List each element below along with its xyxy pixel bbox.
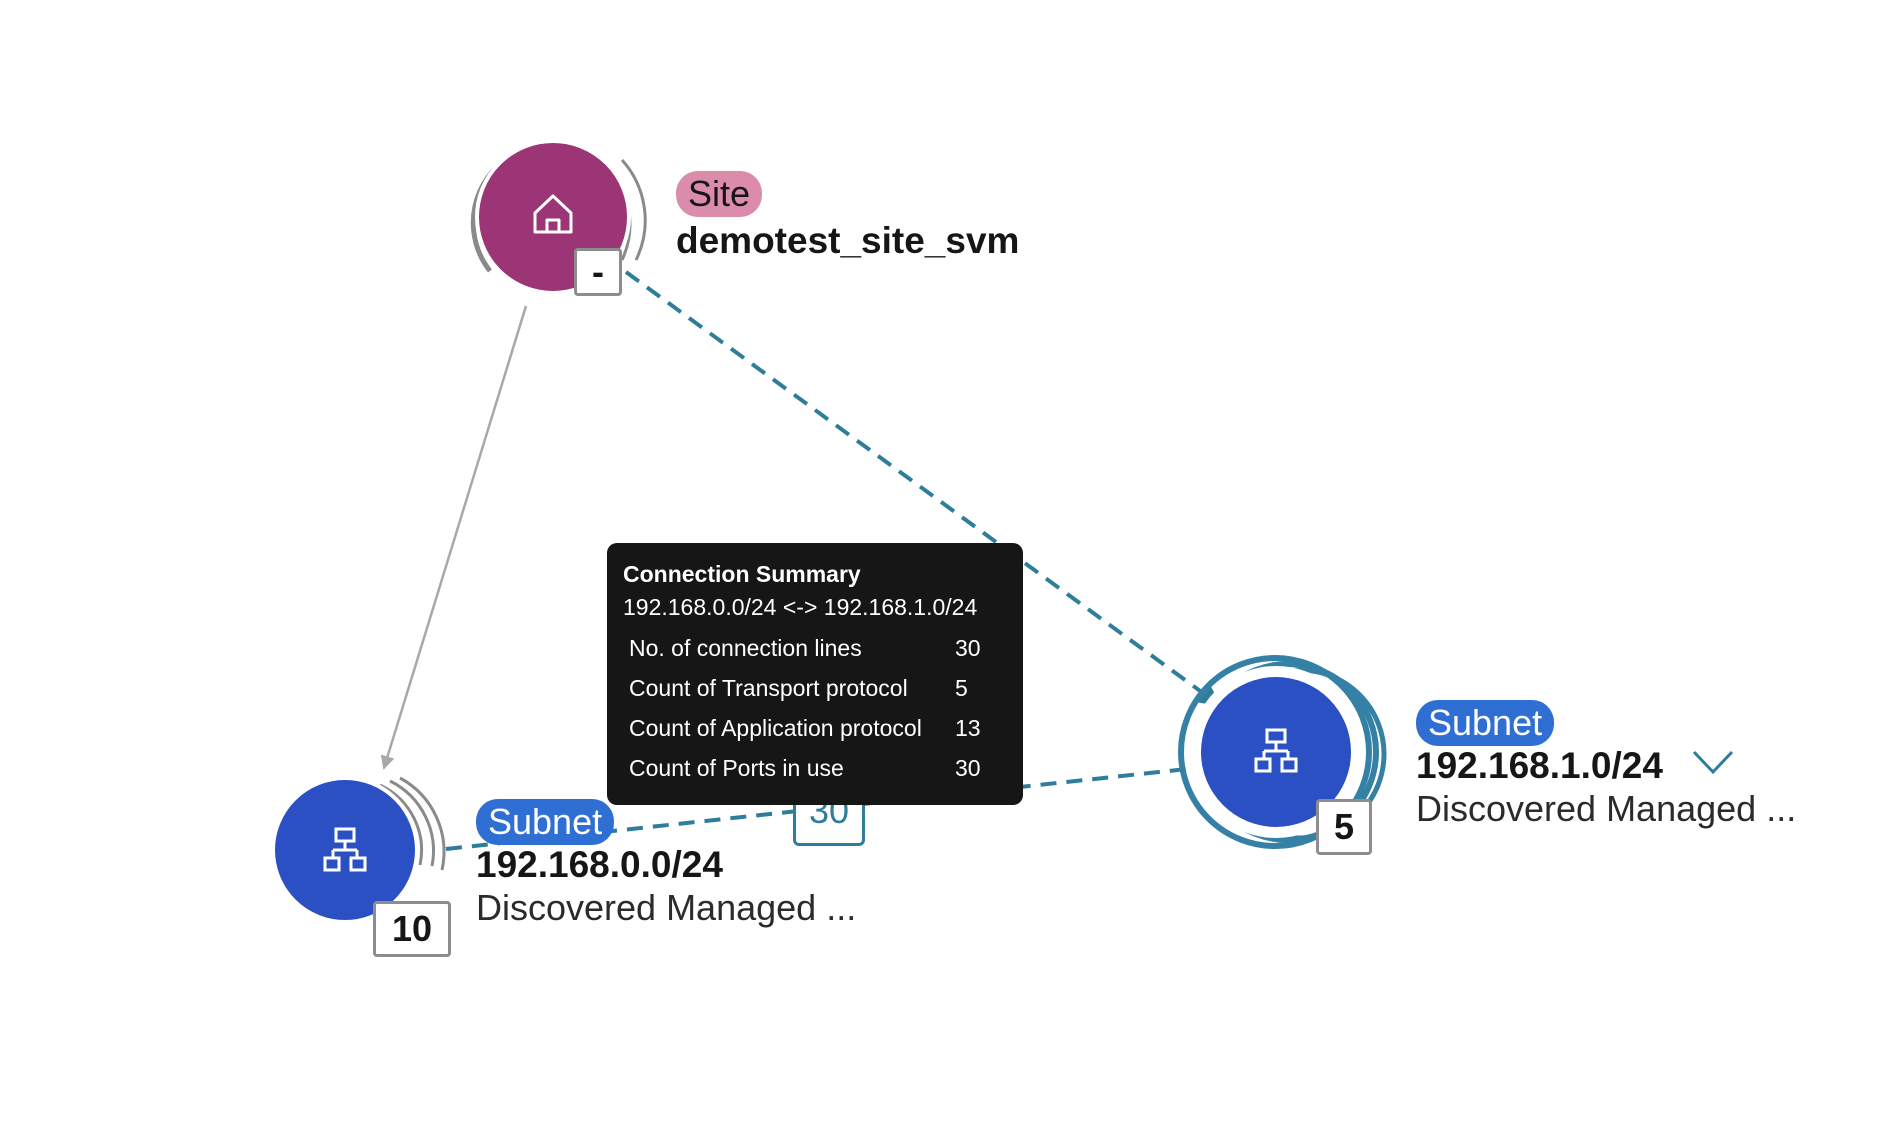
subnet-a-label[interactable]: Subnet 192.168.0.0/24 Discovered Managed… (476, 799, 856, 929)
home-icon (533, 194, 573, 234)
tooltip-title: Connection Summary (623, 561, 861, 587)
subnet-b-type-pill: Subnet (1416, 700, 1555, 746)
site-label[interactable]: Site demotest_site_svm (676, 171, 1019, 263)
subnet-a-name: 192.168.0.0/24 (476, 844, 723, 885)
tooltip-row-label: Count of Transport protocol (629, 675, 908, 701)
relation-edge-site-subnet-a[interactable] (380, 305, 528, 770)
connection-edge-site-subnet-b[interactable] (624, 270, 1222, 707)
network-hierarchy-icon (323, 827, 367, 872)
site-name: demotest_site_svm (676, 220, 1020, 261)
subnet-a-type-pill: Subnet (476, 799, 615, 845)
tooltip-row-value: 13 (955, 715, 981, 741)
tooltip-rows: No. of connection lines 30 Count of Tran… (623, 628, 1007, 788)
tooltip-row-label: Count of Application protocol (629, 715, 922, 741)
subnet-a-node[interactable] (271, 776, 446, 924)
site-count-badge: - (574, 248, 622, 296)
tooltip-row: Count of Transport protocol 5 (623, 668, 1007, 708)
subnet-b-label[interactable]: Subnet 192.168.1.0/24 Discovered Managed… (1416, 700, 1796, 830)
network-hierarchy-icon (1254, 728, 1298, 773)
connection-summary-tooltip: Connection Summary 192.168.0.0/24 <-> 19… (607, 543, 1023, 805)
subnet-b-count-badge: 5 (1316, 799, 1372, 855)
subnet-b-node[interactable] (1178, 655, 1387, 849)
site-type-pill: Site (676, 171, 763, 217)
tooltip-subtitle: 192.168.0.0/24 <-> 192.168.1.0/24 (623, 594, 978, 620)
tooltip-row-label: Count of Ports in use (629, 755, 844, 781)
subnet-b-subtitle: Discovered Managed ... (1416, 788, 1797, 829)
chevron-down-icon[interactable] (1692, 750, 1734, 775)
tooltip-row: Count of Application protocol 13 (623, 708, 1007, 748)
tooltip-row-value: 30 (955, 635, 981, 661)
tooltip-row: No. of connection lines 30 (623, 628, 1007, 668)
subnet-b-name: 192.168.1.0/24 (1416, 745, 1663, 786)
subnet-a-subtitle: Discovered Managed ... (476, 887, 857, 928)
subnet-a-count-badge: 10 (373, 901, 451, 957)
tooltip-row: Count of Ports in use 30 (623, 748, 1007, 788)
tooltip-row-value: 30 (955, 755, 981, 781)
tooltip-row-label: No. of connection lines (629, 635, 862, 661)
tooltip-row-value: 5 (955, 675, 968, 701)
